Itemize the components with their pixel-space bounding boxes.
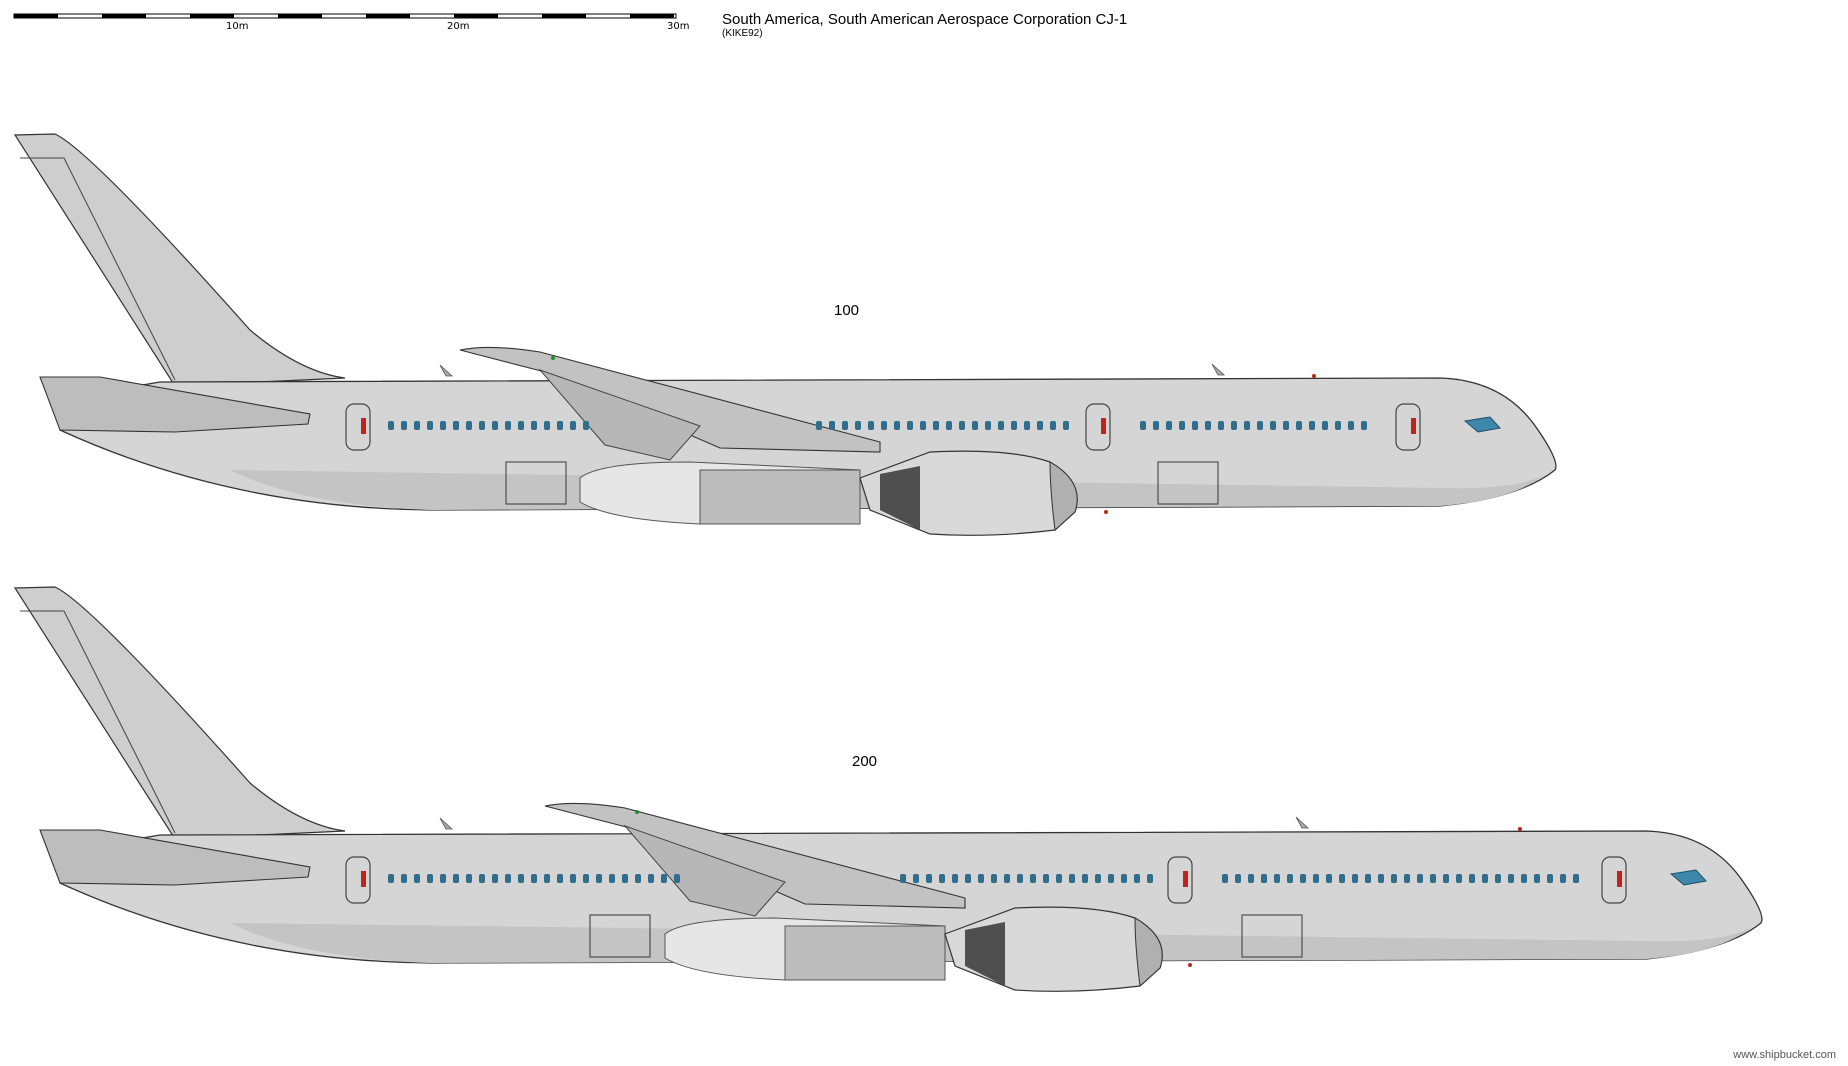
- watermark: www.shipbucket.com: [1732, 1049, 1836, 1061]
- door: [1395, 403, 1421, 451]
- cabin-window-row: [388, 421, 1367, 430]
- author-credit: (KIKE92): [722, 28, 763, 39]
- cargo-door: [589, 914, 651, 958]
- wing: [459, 346, 881, 453]
- horizontal-stabilizer: [39, 829, 311, 886]
- cargo-door: [1157, 461, 1219, 505]
- door: [1601, 856, 1627, 904]
- variant-label-100: 100: [834, 302, 859, 319]
- scale-label-20m: 20m: [447, 21, 469, 32]
- scale-label-30m: 30m: [667, 21, 689, 32]
- drawing-title: South America, South American Aerospace …: [722, 11, 1127, 28]
- scale-bar: 10m 20m 30m: [13, 13, 689, 32]
- cockpit-window: [1463, 416, 1501, 433]
- tail-fin: [13, 133, 346, 387]
- horizontal-stabilizer: [39, 376, 311, 433]
- aircraft-200-profile: [13, 586, 1763, 992]
- variant-label-200: 200: [852, 753, 877, 770]
- door: [345, 403, 371, 451]
- cargo-door: [505, 461, 567, 505]
- cockpit-window: [1669, 869, 1707, 886]
- wing: [544, 802, 966, 909]
- scale-label-10m: 10m: [226, 21, 248, 32]
- door: [345, 856, 371, 904]
- aircraft-100-profile: [13, 133, 1557, 536]
- cargo-door: [1241, 914, 1303, 958]
- tail-fin: [13, 586, 346, 840]
- door: [1085, 403, 1111, 451]
- door: [1167, 856, 1193, 904]
- cabin-window-row: [388, 874, 1579, 883]
